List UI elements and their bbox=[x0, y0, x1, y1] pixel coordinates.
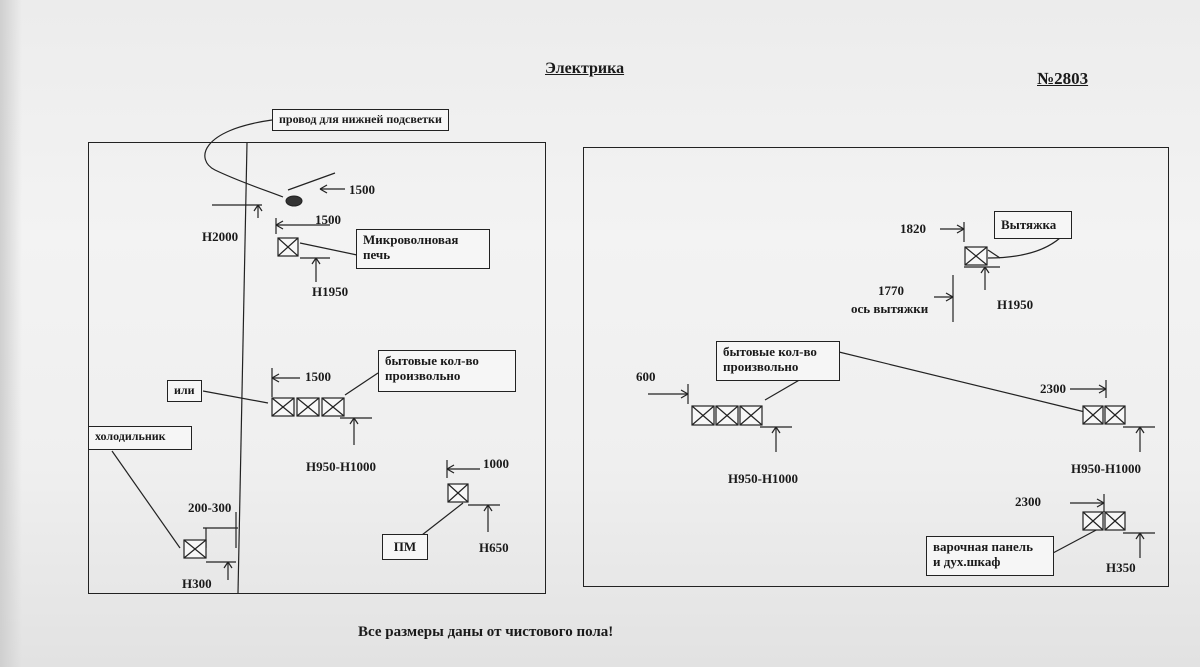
paper-edge-shadow bbox=[0, 0, 22, 667]
microwave-height: H1950 bbox=[312, 284, 349, 299]
footer-note: Все размеры даны от чистового пола! bbox=[358, 624, 614, 640]
household-left-label-box: бытовые кол-во произвольно bbox=[378, 350, 516, 392]
dishwasher-height: H650 bbox=[479, 540, 509, 555]
order-number: №2803 bbox=[1037, 69, 1089, 88]
microwave-label-line1: Микроволновая bbox=[363, 232, 459, 247]
household-left-height: H950-H1000 bbox=[306, 459, 377, 474]
household-far-right-height: H950-H1000 bbox=[1071, 461, 1142, 476]
wire-dim: 1500 bbox=[349, 182, 375, 197]
dishwasher-dim: 1000 bbox=[483, 456, 509, 471]
left-wall-panel bbox=[88, 142, 546, 594]
household-right-label-line2: произвольно bbox=[723, 359, 799, 374]
fridge-height: H300 bbox=[182, 576, 212, 591]
or-label-box: или bbox=[167, 380, 202, 402]
microwave-label-box: Микроволновая печь bbox=[356, 229, 490, 269]
cooktop-label-line2: и дух.шкаф bbox=[933, 554, 1001, 569]
cooktop-dim: 2300 bbox=[1015, 494, 1041, 509]
fridge-label-box: холодильник bbox=[88, 426, 192, 450]
household-right-label-line1: бытовые кол-во bbox=[723, 344, 817, 359]
hood-label-box: Вытяжка bbox=[994, 211, 1072, 239]
household-left-label-line1: бытовые кол-во bbox=[385, 353, 479, 368]
hood-height: H1950 bbox=[997, 297, 1034, 312]
cooktop-label-line1: варочная панель bbox=[933, 539, 1033, 554]
wire-label-box: провод для нижней подсветки bbox=[272, 109, 449, 131]
household-far-right-dim: 2300 bbox=[1040, 381, 1066, 396]
dishwasher-label-box: ПМ bbox=[382, 534, 428, 560]
fridge-dim: 200-300 bbox=[188, 500, 232, 515]
hood-axis-value: 1770 bbox=[878, 283, 904, 298]
household-right-left-dim: 600 bbox=[636, 369, 656, 384]
household-right-left-height: H950-H1000 bbox=[728, 471, 799, 486]
household-right-label-box: бытовые кол-во произвольно bbox=[716, 341, 840, 381]
microwave-dim: 1500 bbox=[315, 212, 341, 227]
cooktop-height: H350 bbox=[1106, 560, 1136, 575]
microwave-label-line2: печь bbox=[363, 247, 391, 262]
wire-height: H2000 bbox=[202, 229, 239, 244]
hood-axis-label: ось вытяжки bbox=[851, 301, 929, 316]
household-left-dim: 1500 bbox=[305, 369, 331, 384]
cooktop-label-box: варочная панель и дух.шкаф bbox=[926, 536, 1054, 576]
hood-dim: 1820 bbox=[900, 221, 926, 236]
household-left-label-line2: произвольно bbox=[385, 368, 461, 383]
right-wall-panel bbox=[583, 147, 1169, 587]
page-title: Электрика bbox=[545, 60, 625, 77]
